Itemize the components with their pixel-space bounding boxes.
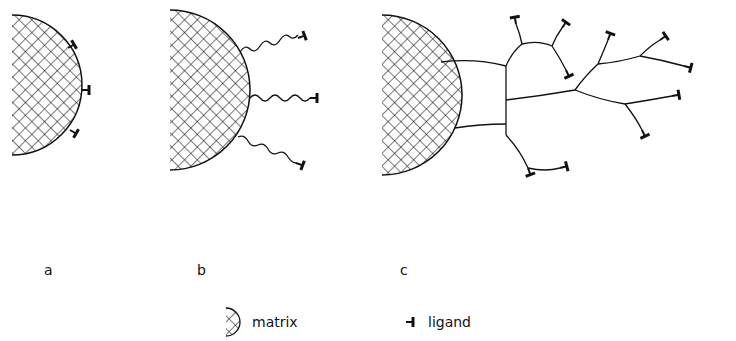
panel-letter: b: [197, 262, 206, 278]
legend-text: matrix: [252, 314, 298, 330]
legend-text: ligand: [428, 314, 471, 330]
matrix-bead: [170, 10, 250, 170]
matrix-bead: [382, 15, 462, 175]
matrix-swatch: [226, 308, 240, 336]
branched-polymer: [441, 24, 684, 170]
ligand-sample: [406, 317, 413, 327]
spacer-arm: [238, 35, 310, 163]
panel-letter: c: [400, 262, 408, 278]
ligand-symbol: [66, 40, 90, 138]
matrix-bead: [12, 15, 82, 155]
panel-letter: a: [44, 262, 53, 278]
ligand-symbol: [510, 16, 692, 176]
ligand-symbol: [294, 31, 317, 170]
